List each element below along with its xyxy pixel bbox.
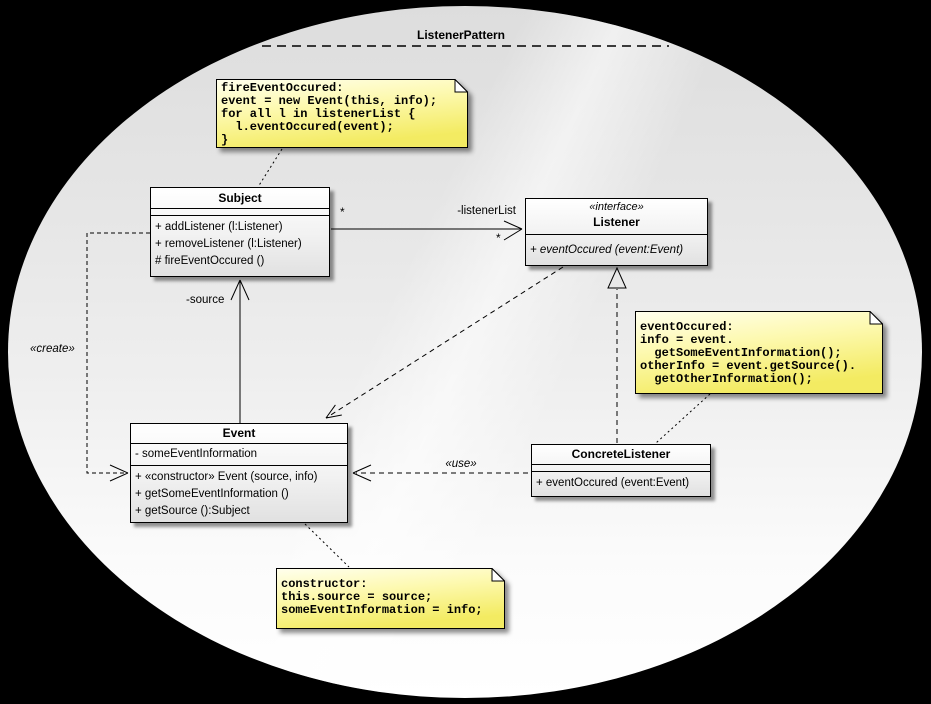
package-title: ListenerPattern [416,28,506,42]
note-fold-icon [869,311,883,325]
note-line: event = new Event(this, info); [221,94,438,108]
note-constructor[interactable]: constructor: this.source = source; someE… [276,568,505,629]
note-line: otherInfo = event.getSource(). [640,359,857,373]
class-box-concretelistener[interactable]: ConcreteListener + eventOccured (event:E… [531,444,711,497]
note-line: fireEventOccured: [221,81,344,95]
role-listenerlist-label: -listenerList [457,205,516,217]
multiplicity-listener-side: * [496,231,501,245]
method-fireeventoccured: # fireEventOccured () [155,255,265,267]
class-concretelistener-attributes-empty [532,465,710,472]
note-line: info = event. [640,333,734,347]
note-line: someEventInformation = info; [281,603,483,617]
method-eventoccured-impl: + eventOccured (event:Event) [536,477,690,489]
class-listener-header: «interface» Listener [526,199,707,235]
class-listener-methods: + eventOccured (event:Event) [526,235,707,257]
attribute-someeventinformation: - someEventInformation [135,448,258,460]
method-addlistener: + addListener (l:Listener) [155,221,283,233]
note-line: eventOccured: [640,320,734,334]
class-subject-methods: + addListener (l:Listener) + removeListe… [151,216,329,270]
stereotype-create-label: «create» [30,343,75,355]
note-shape [276,568,505,629]
note-line: } [221,133,229,147]
method-event-constructor: + «constructor» Event (source, info) [135,471,318,483]
stereotype-use-label: «use» [445,458,477,470]
multiplicity-subject-side: * [340,205,345,219]
note-fireeventoccured-text: fireEventOccured: event = new Event(this… [216,79,468,148]
use-arrowhead-icon [352,464,372,482]
note-line: constructor: [281,577,368,591]
note-fold-icon [491,568,505,582]
note-eventoccured-text: eventOccured: info = event. getSomeEvent… [635,311,883,394]
note-fireeventoccured[interactable]: fireEventOccured: event = new Event(this… [216,79,468,148]
association-arrowhead-icon [503,220,523,241]
note-line: for all l in listenerList { [221,107,416,121]
realization-triangle-icon [607,266,627,289]
class-box-listener[interactable]: «interface» Listener + eventOccured (eve… [525,198,708,266]
class-concretelistener-methods: + eventOccured (event:Event) [532,472,710,491]
class-subject-attributes-empty [151,209,329,216]
note-eventoccured[interactable]: eventOccured: info = event. getSomeEvent… [635,311,883,394]
class-concretelistener-title: ConcreteListener [532,445,710,465]
note-anchor-constructor[interactable] [304,523,350,568]
class-listener-title: Listener [593,215,640,229]
source-arrowhead-icon [230,279,250,301]
role-source-label: -source [186,294,225,306]
class-event-attributes: - someEventInformation [131,444,347,466]
dependency-listener-event[interactable] [325,266,564,419]
note-line: getSomeEventInformation(); [640,346,842,360]
note-line: this.source = source; [281,590,433,604]
listener-stereotype: «interface» [589,201,644,213]
method-getsomeeventinformation: + getSomeEventInformation () [135,488,289,500]
method-eventoccured-abstract: + eventOccured (event:Event) [530,244,684,256]
listener-event-arrowhead-icon [325,404,342,419]
class-box-event[interactable]: Event - someEventInformation + «construc… [130,423,348,523]
class-event-title: Event [131,424,347,444]
class-box-subject[interactable]: Subject + addListener (l:Listener) + rem… [150,187,330,277]
note-constructor-text: constructor: this.source = source; someE… [276,568,505,629]
method-removelistener: + removeListener (l:Listener) [155,238,302,250]
dependency-create[interactable] [86,232,150,474]
class-subject-title: Subject [151,188,329,209]
create-arrowhead-icon [109,464,129,482]
method-getsource: + getSource ():Subject [135,505,250,517]
note-anchor-eventoccured[interactable] [655,393,711,444]
note-shape [635,311,883,394]
note-shape [216,79,468,148]
note-line: getOtherInformation(); [640,372,813,386]
note-anchor-fireevent[interactable] [257,148,283,188]
note-line: l.eventOccured(event); [221,120,394,134]
class-event-methods: + «constructor» Event (source, info) + g… [131,466,347,520]
note-fold-icon [454,79,468,93]
